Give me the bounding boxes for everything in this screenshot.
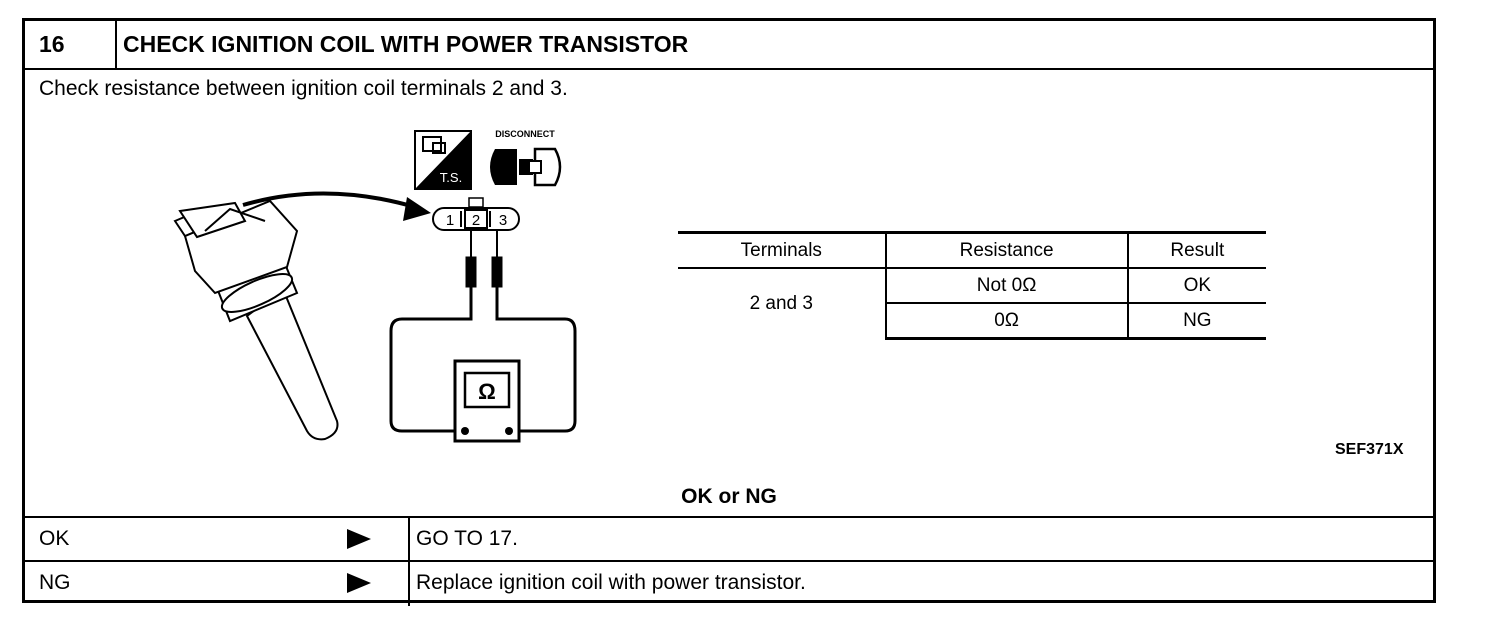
row-divider [408, 518, 410, 562]
table-cell-terminals: 2 and 3 [749, 292, 813, 314]
result-condition: NG [39, 571, 71, 594]
table-row: 2 and 3 Not 0Ω OK [678, 268, 1266, 314]
svg-text:1: 1 [446, 212, 454, 229]
table-row: 0Ω NG [678, 302, 1266, 340]
test-symbol-icon: T.S. [414, 130, 472, 190]
svg-text:3: 3 [499, 212, 507, 229]
table-header-result: Result [1126, 231, 1266, 269]
result-question: OK or NG [681, 485, 777, 508]
procedure-box: 16 CHECK IGNITION COIL WITH POWER TRANSI… [22, 18, 1436, 606]
disconnect-icon: DISCONNECT [490, 129, 562, 187]
ohmmeter-icon: Ω [453, 359, 521, 443]
result-action: Replace ignition coil with power transis… [416, 571, 806, 594]
arrow-right-icon [347, 529, 371, 549]
row-divider [408, 562, 410, 606]
result-row-ng: NG Replace ignition coil with power tran… [25, 560, 1433, 606]
step-number: 16 [25, 21, 117, 68]
svg-text:2: 2 [472, 212, 480, 229]
step-title: CHECK IGNITION COIL WITH POWER TRANSISTO… [123, 31, 689, 57]
svg-text:DISCONNECT: DISCONNECT [495, 129, 555, 139]
figure-code: SEF371X [1335, 441, 1404, 458]
table-cell-result: NG [1126, 302, 1266, 340]
step-header: 16 CHECK IGNITION COIL WITH POWER TRANSI… [25, 21, 1433, 70]
instruction-text: Check resistance between ignition coil t… [39, 77, 568, 100]
table-cell-resistance: Not 0Ω [884, 268, 1128, 303]
result-row-ok: OK GO TO 17. [25, 516, 1433, 562]
table-cell-resistance: 0Ω [884, 302, 1128, 340]
arrow-right-icon [347, 573, 371, 593]
ohmmeter-leads [389, 230, 577, 433]
ignition-coil-icon [173, 199, 339, 441]
connector-terminals: 1 2 3 [432, 197, 520, 231]
resistance-table: Terminals Resistance Result 2 and 3 Not … [678, 231, 1266, 340]
table-header-terminals: Terminals [678, 231, 886, 269]
table-cell-result: OK [1126, 268, 1266, 303]
table-header-resistance: Resistance [884, 231, 1128, 269]
svg-text:T.S.: T.S. [440, 170, 462, 185]
result-action: GO TO 17. [416, 527, 518, 550]
pointer-arrow [242, 191, 416, 209]
svg-text:Ω: Ω [478, 379, 496, 404]
test-illustration: T.S. DISCONNECT 1 2 3 [173, 129, 577, 443]
result-condition: OK [39, 527, 70, 550]
